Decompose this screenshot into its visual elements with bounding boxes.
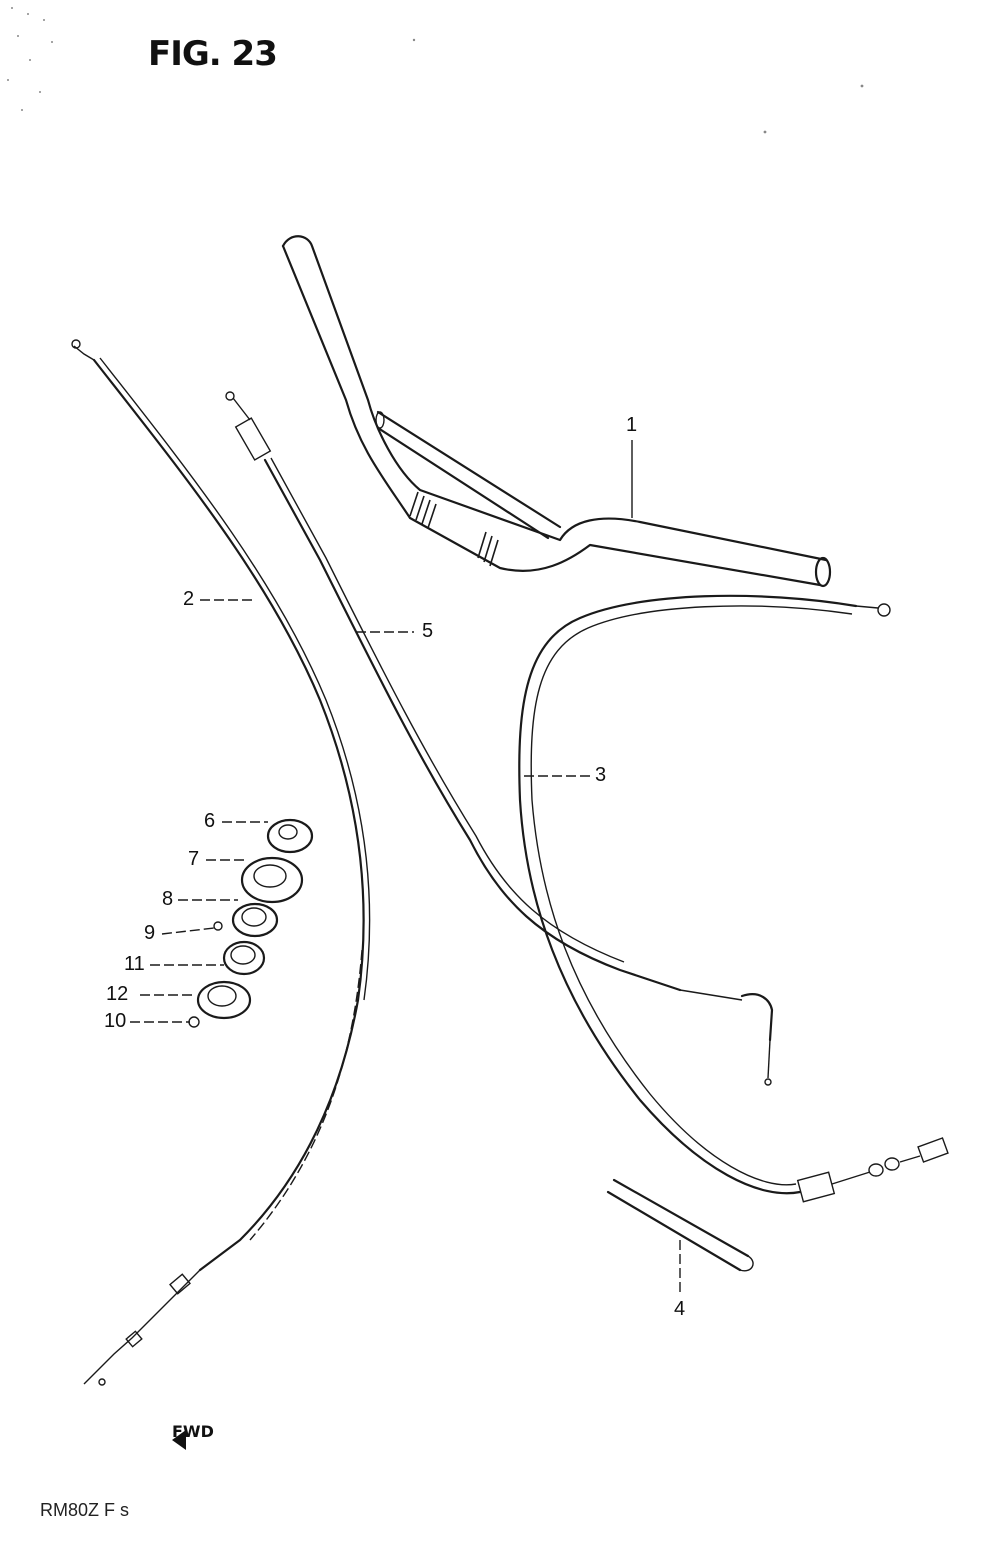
ring-8 bbox=[231, 902, 279, 938]
callout-6: 6 bbox=[204, 810, 216, 832]
ring-12 bbox=[196, 980, 252, 1020]
callout-5: 5 bbox=[422, 620, 434, 642]
strap-4 bbox=[606, 1178, 754, 1272]
nut-6 bbox=[266, 818, 314, 854]
cable-3 bbox=[518, 594, 949, 1203]
callout-1: 1 bbox=[626, 414, 638, 436]
callout-9: 9 bbox=[144, 922, 156, 944]
callout-3: 3 bbox=[595, 764, 607, 786]
forward-arrow-icon bbox=[172, 1430, 186, 1450]
callout-10: 10 bbox=[104, 1010, 127, 1032]
cable-2 bbox=[71, 339, 371, 1386]
callout-11: 11 bbox=[124, 953, 145, 975]
ring-11 bbox=[222, 940, 266, 976]
ball-9 bbox=[213, 921, 223, 931]
handlebar bbox=[281, 235, 832, 588]
callout-7: 7 bbox=[188, 848, 200, 870]
small-parts bbox=[188, 818, 314, 1028]
ring-7 bbox=[240, 856, 304, 904]
cable-5 bbox=[225, 391, 774, 1086]
front-mark: FWD bbox=[172, 1422, 214, 1441]
leader-lines bbox=[130, 440, 681, 1292]
callout-4: 4 bbox=[674, 1298, 686, 1320]
page-footer-code: RM80Z F s bbox=[40, 1500, 130, 1520]
callout-2: 2 bbox=[183, 588, 195, 610]
callout-12: 12 bbox=[106, 983, 129, 1005]
figure-title: FIG. 23 bbox=[148, 34, 278, 74]
callout-8: 8 bbox=[162, 888, 174, 910]
ball-10 bbox=[188, 1016, 200, 1028]
scan-noise bbox=[7, 7, 864, 134]
